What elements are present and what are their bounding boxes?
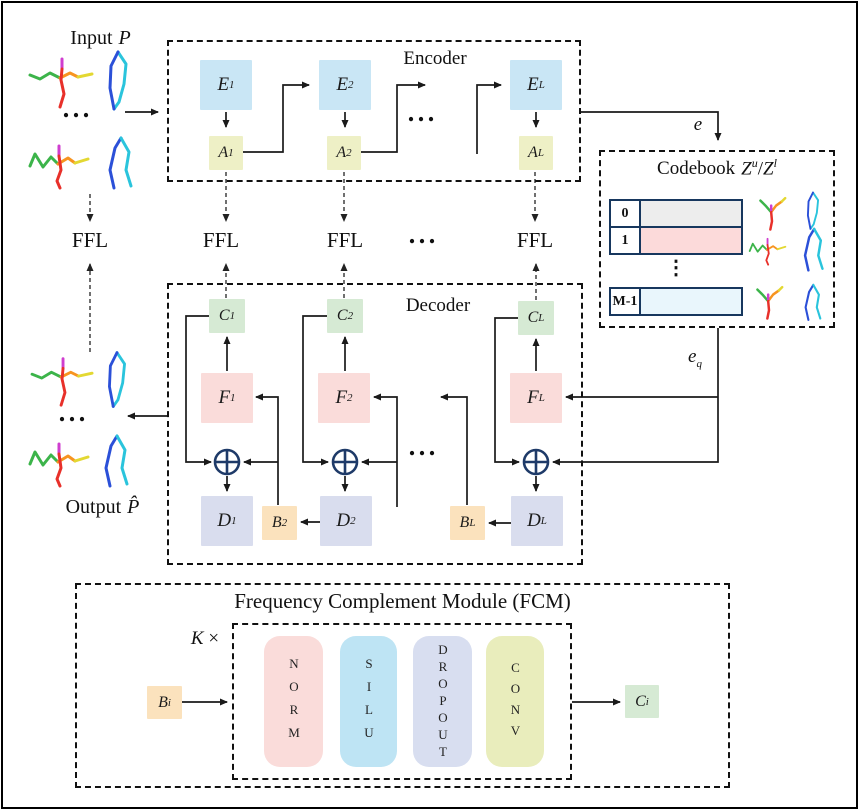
- encoder-title: Encoder: [403, 48, 467, 69]
- codebook-row-1-index: 1: [609, 226, 641, 255]
- input-ellipsis: ...: [62, 96, 93, 123]
- ffl-label-4: FFL: [516, 228, 554, 252]
- fcm-repeat-label: K ×: [190, 628, 220, 649]
- output-skeleton-side-1-icon: [100, 348, 134, 412]
- codebook-box: [599, 150, 835, 328]
- quantized-eq-label: eq: [688, 346, 702, 370]
- decoder-box: [167, 283, 583, 565]
- codebook-skeleton-front-m1-icon: [748, 283, 790, 321]
- output-title-var: P̂: [127, 496, 140, 518]
- ffl-label-3: FFL: [326, 228, 364, 252]
- codebook-skeleton-front-0-icon: [750, 194, 794, 232]
- codebook-skeleton-side-1-icon: [796, 224, 834, 272]
- fcm-pill-norm: NORM: [264, 636, 323, 767]
- codebook-vertical-ellipsis: ⋮: [666, 257, 686, 279]
- codebook-skeleton-side-m1-icon: [800, 279, 828, 323]
- encoder-ellipsis: ...: [407, 100, 438, 127]
- ffl-ellipsis: ...: [408, 222, 439, 249]
- sum-nodes: [213, 448, 550, 476]
- codebook-row-1: 1: [609, 226, 743, 255]
- output-skeleton-side-2-icon: [98, 430, 138, 488]
- encoder-box: [167, 40, 581, 182]
- input-skeleton-side-2-icon: [102, 132, 142, 190]
- codebook-row-0: 0: [609, 199, 743, 228]
- input-skeleton-front-2-icon: [24, 132, 102, 190]
- fcm-box: [75, 583, 730, 788]
- input-skeleton-side-1-icon: [100, 48, 136, 114]
- fcm-pill-silu: SILU: [340, 636, 397, 767]
- latent-e-label: e: [693, 114, 703, 135]
- input-title-text: Input: [70, 27, 113, 49]
- output-ellipsis: ...: [58, 400, 89, 427]
- fcm-title: Frequency Complement Module (FCM): [234, 589, 571, 613]
- codebook-row-m1-bar: [641, 287, 743, 316]
- codebook-row-0-index: 0: [609, 199, 641, 228]
- ffl-label-2: FFL: [202, 228, 240, 252]
- codebook-row-1-bar: [641, 226, 743, 255]
- ffl-label-1: FFL: [71, 228, 109, 252]
- decoder-title: Decoder: [405, 295, 471, 316]
- output-title-text: Output: [65, 496, 122, 518]
- codebook-row-m1-index: M-1: [609, 287, 641, 316]
- output-skeleton-front-2-icon: [24, 430, 102, 488]
- input-title-var: P: [118, 27, 131, 49]
- fcm-pill-dropout: DROPOUT: [413, 636, 472, 767]
- codebook-row-0-bar: [641, 199, 743, 228]
- codebook-row-m1: M-1: [609, 287, 743, 316]
- fcm-pill-conv: CONV: [486, 636, 544, 767]
- decoder-ellipsis: ...: [408, 434, 439, 461]
- codebook-skeleton-front-1-icon: [746, 228, 794, 268]
- fcm-inner-box: [232, 623, 572, 780]
